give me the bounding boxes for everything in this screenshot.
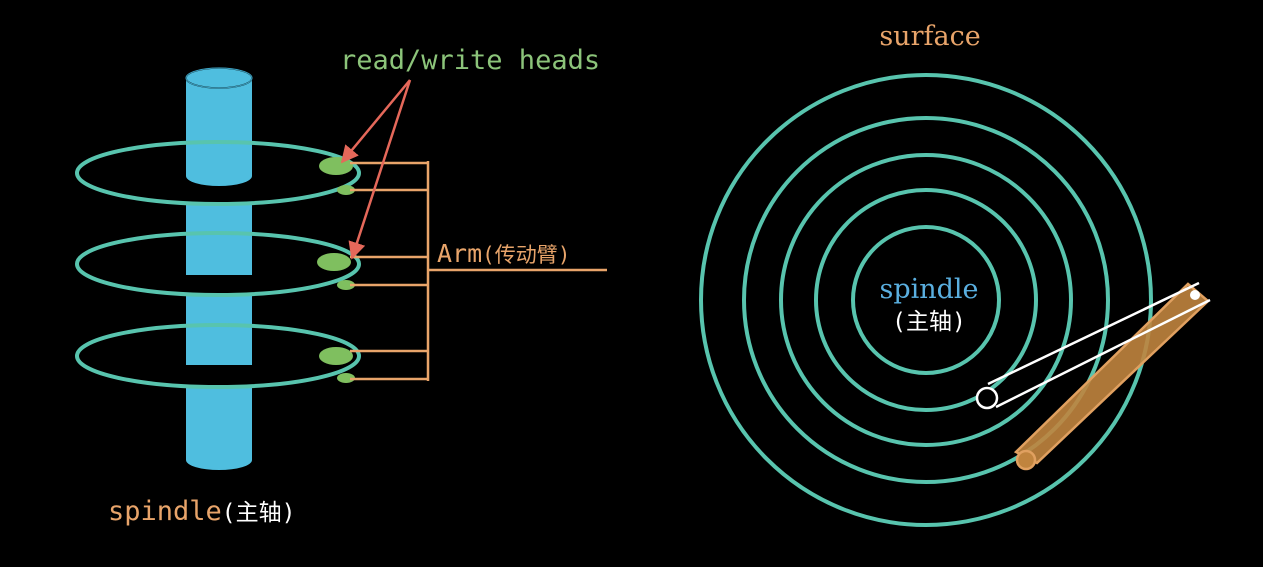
track-ring-2 — [742, 116, 1110, 484]
platter-2 — [75, 231, 361, 297]
spindle-center-label: spindle — [879, 274, 978, 305]
spindle-segment-top — [186, 78, 252, 186]
top-view: surface spindle (主轴) — [699, 21, 1211, 527]
track-ring-1 — [699, 73, 1153, 527]
platter-3 — [75, 323, 361, 389]
spindle-segment-3 — [186, 293, 252, 365]
arm-label-name: Arm — [437, 239, 482, 268]
surface-label: surface — [879, 21, 980, 52]
head-2-bottom — [337, 280, 355, 290]
head-1-bottom — [337, 185, 355, 195]
track-rings — [699, 73, 1153, 527]
platter-1 — [75, 140, 361, 206]
spindle-segment-2 — [186, 203, 252, 275]
head-1-top — [319, 157, 353, 175]
actuator-arm — [1013, 282, 1210, 471]
arm-assembly — [350, 161, 607, 381]
head-arm-pivot — [1190, 290, 1200, 300]
spindle-label-left: spindle(主轴) — [108, 496, 296, 527]
head-3-bottom — [337, 373, 355, 383]
arm-label: Arm(传动臂) — [437, 239, 570, 268]
arm-label-cn: (传动臂) — [482, 243, 570, 267]
track-ring-3 — [779, 153, 1073, 447]
spindle-center-cn-label: (主轴) — [892, 309, 966, 335]
side-view: read/write heads Arm(传动臂) spindle(主轴) — [75, 45, 607, 527]
track-ring-4 — [814, 188, 1038, 412]
head-tip — [975, 386, 999, 410]
head-pointer-arrows — [340, 79, 412, 260]
spindle-segment-bottom — [186, 385, 252, 470]
head-arm — [975, 281, 1211, 410]
read-write-heads — [317, 157, 355, 383]
spindle-cylinder — [185, 67, 253, 470]
heads-label: read/write heads — [340, 45, 600, 76]
actuator-pivot — [1015, 449, 1037, 471]
head-2-top — [317, 253, 351, 271]
head-3-top — [319, 347, 353, 365]
spindle-label-left-cn: (主轴) — [222, 500, 296, 526]
spindle-label-left-name: spindle — [108, 496, 222, 527]
track-ring-5 — [851, 225, 1001, 375]
